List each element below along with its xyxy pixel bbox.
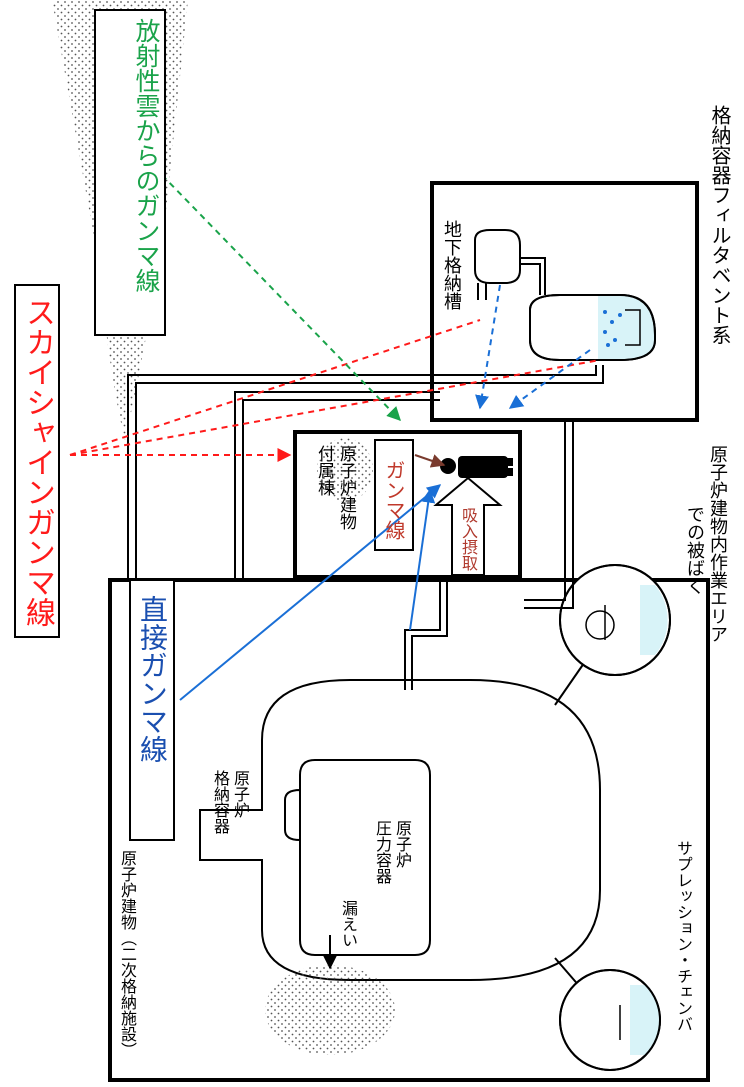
inhalation-label: 吸入摂取 [459,507,478,571]
direct-label-box [129,579,175,841]
reactor-pressure-vessel [299,759,431,956]
leak-label: 漏えい [339,900,358,948]
cloud-label-box [94,9,166,336]
rpv-label-2: 圧力容器 [373,820,392,884]
gamma-label: ガンマ線 [382,460,406,540]
rpv-label-1: 原子炉 [393,820,412,868]
underground-tank [474,229,521,284]
tank-label: 地下格納槽 [441,220,462,310]
skyshine-label: スカイシャインガンマ線 [20,297,55,627]
work-area-label-2: での被ばく [684,505,705,595]
skyshine-label-box [14,284,60,638]
annex-label-2: 付属棟 [314,445,334,496]
containment-label-2: 格納容器 [211,770,230,834]
direct-gamma-label: 直接ガンマ線 [136,595,169,763]
containment-label-1: 原子炉 [231,770,250,818]
filter-vent-label: 格納容器フィルタベント系 [708,105,732,345]
suppression-chamber-label: サプレッション・チェンバ [674,840,693,1032]
reactor-building-label: 原子炉建物（二次格納施設） [118,850,137,1058]
reactor-building-box [108,578,710,1082]
leak-cloud [265,965,395,1055]
work-area-label-1: 原子炉建物内作業エリア [707,445,728,643]
annex-label-1: 原子炉建物 [336,445,356,530]
cloud-gamma-label: 放射性雲からのガンマ線 [132,18,161,293]
inhalation-arrow [433,476,503,576]
